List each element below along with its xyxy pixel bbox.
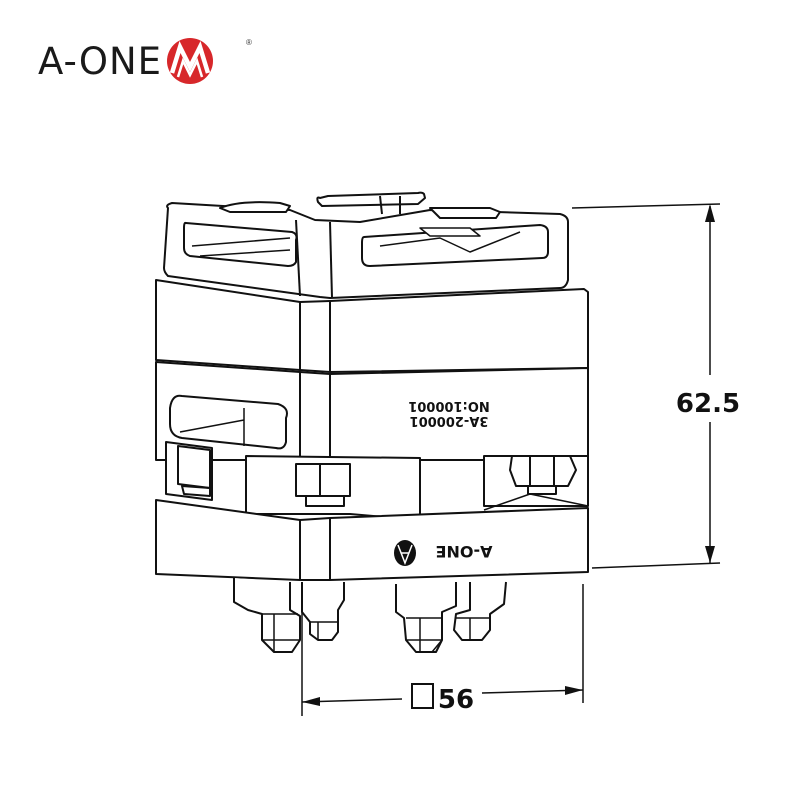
brand-logo: A-ONE — [38, 36, 214, 86]
brand-m-icon — [166, 37, 214, 85]
side-brand-engraving: A-ONE — [436, 542, 493, 561]
side-brand-emblem-icon — [394, 540, 416, 566]
part-number: 3A-200001 — [410, 413, 489, 428]
square-symbol-icon — [411, 683, 434, 709]
serial-number: NO:100001 — [408, 398, 489, 413]
part-engraving: 3A-200001 NO:100001 — [408, 398, 489, 428]
locating-studs — [233, 578, 507, 653]
width-dimension-label: 56 — [438, 685, 474, 715]
middle-body — [155, 361, 589, 461]
top-plate — [163, 191, 569, 299]
height-dimension-label: 62.5 — [676, 389, 740, 419]
registered-mark: ® — [246, 38, 252, 47]
side-brand-text: A-ONE — [436, 542, 493, 561]
clamp-region — [165, 441, 589, 521]
lower-body — [155, 499, 589, 581]
brand-name: A-ONE — [38, 39, 163, 83]
width-dimension — [301, 584, 584, 716]
height-dimension — [571, 203, 721, 569]
